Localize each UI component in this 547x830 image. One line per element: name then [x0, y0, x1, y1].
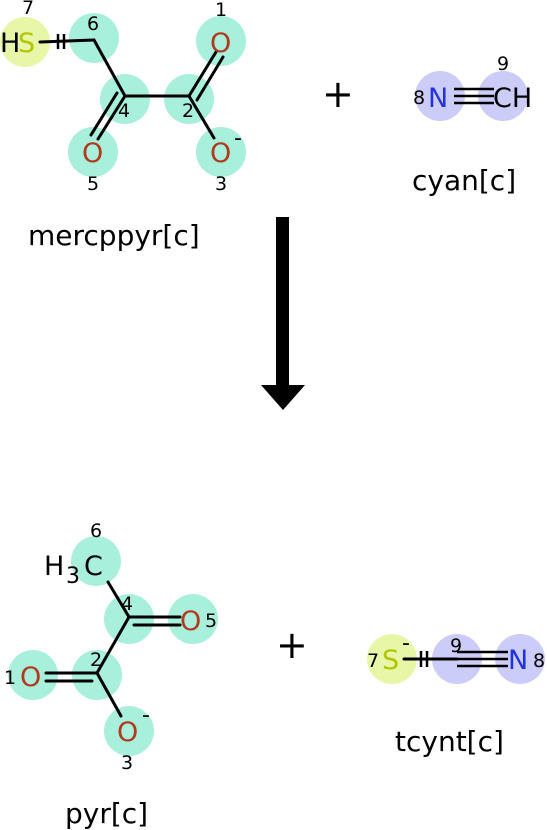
num-1-pyr: 1 [4, 667, 16, 689]
num-8-cyan: 8 [413, 87, 425, 109]
label-cyan: cyan[c] [412, 164, 516, 197]
atom-o5-pyr: O [180, 606, 201, 637]
bond-c6-c4-pyr [106, 580, 131, 619]
charge-o3-pyr: - [142, 703, 150, 728]
num-7: 7 [22, 0, 34, 19]
bond-c2-o3 [187, 94, 216, 140]
atom-h7: H [0, 28, 20, 59]
highlight-n8 [415, 71, 465, 121]
atom-o1: O [210, 28, 231, 59]
highlight-c9 [478, 71, 528, 121]
bond-c2-o1-a [187, 50, 218, 98]
num-4: 4 [118, 100, 130, 122]
atom-o5: O [82, 138, 103, 169]
label-mercppyr: mercppyr[c] [28, 219, 200, 252]
molecule-pyr: 6 H 3 C 4 O 5 2 1 O O - 3 pyr[c] [4, 520, 218, 830]
num-7-tcynt: 7 [367, 650, 379, 672]
atom-o3: O [210, 138, 231, 169]
plus-sign-top: + [322, 72, 354, 116]
num-3-pyr: 3 [121, 752, 133, 774]
reaction-arrow [261, 217, 305, 410]
highlight-o5-pyr [168, 594, 218, 644]
num-3: 3 [215, 173, 227, 195]
num-6: 6 [87, 13, 99, 35]
highlight-o3-pyr [104, 706, 154, 756]
bond-c4-o5-b [89, 91, 119, 137]
bond-s7-c6 [38, 38, 96, 44]
highlight-o5 [68, 127, 118, 177]
atom-s7-tcynt: S [382, 645, 399, 676]
molecule-mercppyr: H S 7 6 4 2 O 1 O 5 O - 3 mercppyr[c] [0, 0, 246, 252]
highlight-o1-pyr [8, 650, 58, 700]
bond-c2-o3-pyr [95, 671, 123, 718]
highlight-c4 [100, 74, 150, 124]
num-2-pyr: 2 [90, 649, 102, 671]
label-pyr: pyr[c] [65, 797, 148, 830]
num-1: 1 [215, 0, 227, 21]
atom-n8-tcynt: N [508, 645, 528, 676]
molecule-tcynt: 7 S - 9 N 8 tcynt[c] [367, 631, 545, 758]
highlight-o1 [196, 16, 246, 66]
highlight-s7-tcynt [367, 634, 417, 684]
atom-s7: S [18, 28, 35, 59]
num-8-tcynt: 8 [533, 650, 545, 672]
bond-c6-c4 [92, 38, 127, 98]
plus-sign-bottom: + [276, 623, 308, 667]
charge-s7-tcynt: - [402, 631, 410, 656]
bond-c4-o5-a [96, 94, 127, 141]
bond-c4-c2-pyr [95, 615, 131, 675]
num-6-pyr: 6 [90, 520, 102, 542]
atom-o1-pyr: O [20, 662, 41, 693]
highlight-c6 [69, 13, 119, 63]
num-2: 2 [182, 100, 194, 122]
highlight-c6-pyr [71, 536, 121, 586]
highlight-c2 [164, 74, 214, 124]
highlight-o3 [196, 127, 246, 177]
num-9-cyan: 9 [497, 53, 509, 75]
atom-c9-cyan: CH [493, 83, 532, 114]
charge-o3: - [234, 126, 242, 151]
num-9-tcynt: 9 [450, 635, 462, 657]
num-5: 5 [87, 173, 99, 195]
atom-o3-pyr: O [117, 717, 138, 748]
atom-h-pyr: H [44, 551, 64, 582]
label-tcynt: tcynt[c] [395, 725, 504, 758]
highlight-s7 [0, 17, 50, 67]
num-4-pyr: 4 [121, 593, 133, 615]
bond-c2-o1-b [195, 55, 225, 102]
atom-c6-pyr: C [84, 551, 103, 582]
atom-n8-cyan: N [428, 83, 448, 114]
highlight-n8-tcynt [495, 634, 545, 684]
molecule-cyan: 8 N CH 9 cyan[c] [412, 53, 532, 197]
num-5-pyr: 5 [205, 610, 217, 632]
atom-sub3-pyr: 3 [66, 564, 80, 589]
